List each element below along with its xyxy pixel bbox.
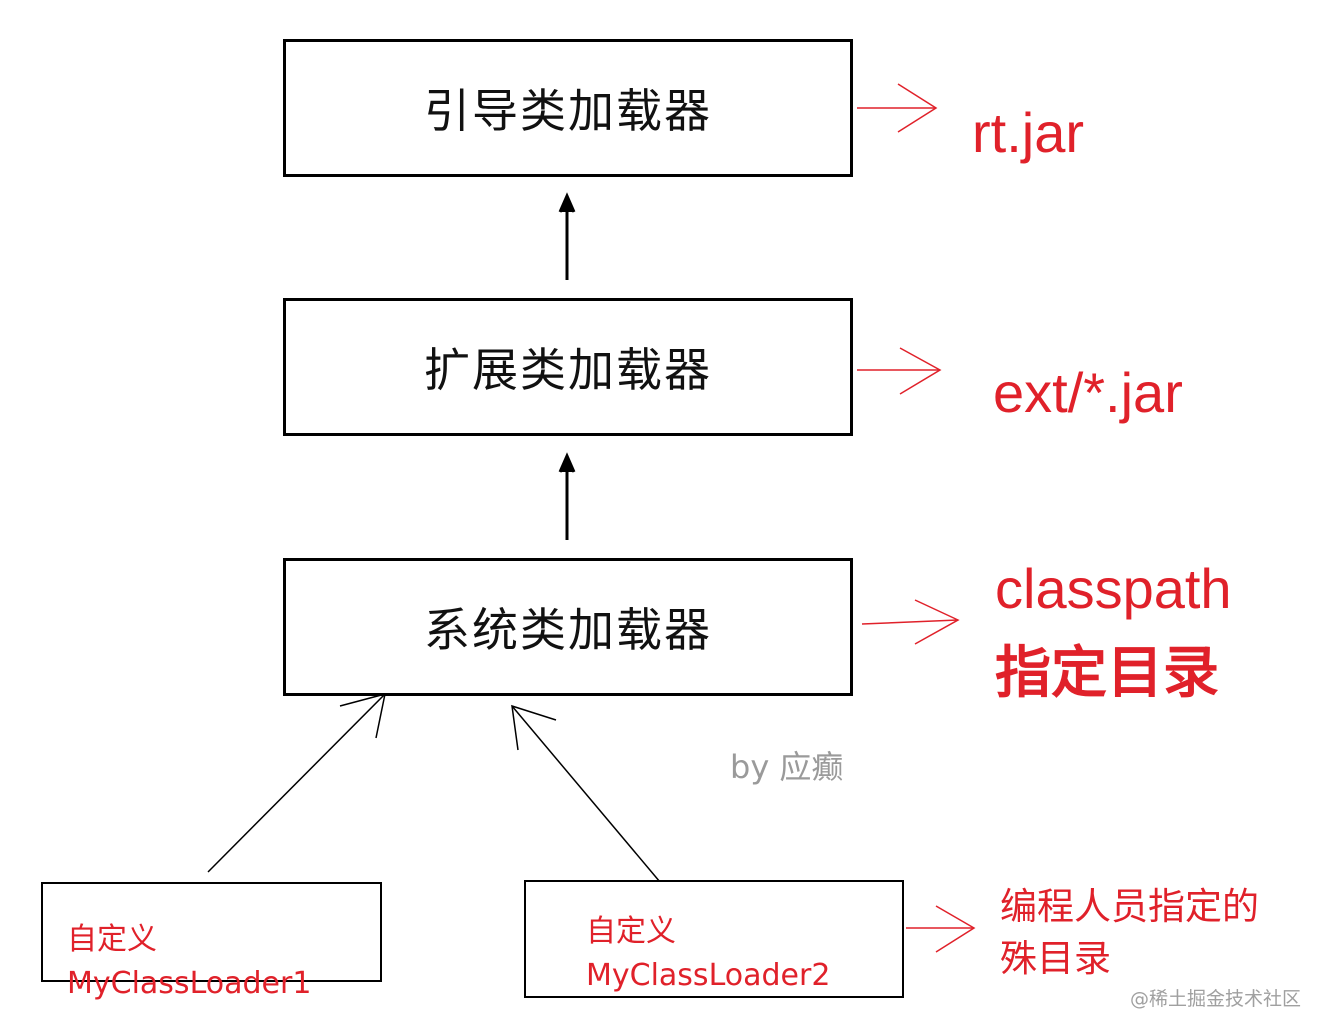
red-arrow-ext bbox=[857, 347, 942, 395]
red-arrow-bootstrap bbox=[857, 83, 938, 133]
arrow-ext-to-bootstrap bbox=[558, 192, 576, 280]
system-path-label-line2: 指定目录 bbox=[995, 641, 1219, 706]
custom-classloader-1-label-line1: 自定义 bbox=[67, 922, 157, 957]
custom-classloader-1-box: 自定义 MyClassLoader1 bbox=[41, 882, 382, 1001]
red-arrow-system bbox=[861, 599, 960, 645]
bootstrap-classloader-label: 引导类加载器 bbox=[424, 84, 712, 138]
bootstrap-path-label: rt.jar bbox=[972, 101, 1084, 164]
extension-classloader-box: 扩展类加载器 bbox=[283, 298, 853, 436]
extension-classloader-label: 扩展类加载器 bbox=[424, 343, 712, 397]
arrow-system-to-ext bbox=[558, 452, 576, 540]
custom-classloader-2-label-line2: MyClassLoader2 bbox=[586, 958, 831, 993]
arrow-custom2-to-system bbox=[511, 704, 661, 883]
system-classloader-box: 系统类加载器 bbox=[283, 558, 853, 696]
watermark: @稀土掘金技术社区 bbox=[1130, 988, 1302, 1010]
arrow-custom1-to-system bbox=[207, 692, 386, 873]
custom-classloader-1-label-line2: MyClassLoader1 bbox=[67, 966, 312, 1001]
system-path-label-line1: classpath bbox=[995, 557, 1232, 620]
custom-classloader-2-label-line1: 自定义 bbox=[586, 914, 676, 949]
bootstrap-classloader-box: 引导类加载器 bbox=[283, 39, 853, 177]
author-credit: by 应癫 bbox=[730, 748, 844, 786]
custom-path-label-line1: 编程人员指定的 bbox=[1000, 885, 1259, 928]
custom-path-label-line2: 殊目录 bbox=[1000, 937, 1111, 980]
custom-classloader-2-box: 自定义 MyClassLoader2 bbox=[524, 880, 904, 998]
system-classloader-label: 系统类加载器 bbox=[424, 603, 712, 657]
extension-path-label: ext/*.jar bbox=[993, 361, 1183, 424]
red-arrow-custom2 bbox=[906, 905, 976, 953]
